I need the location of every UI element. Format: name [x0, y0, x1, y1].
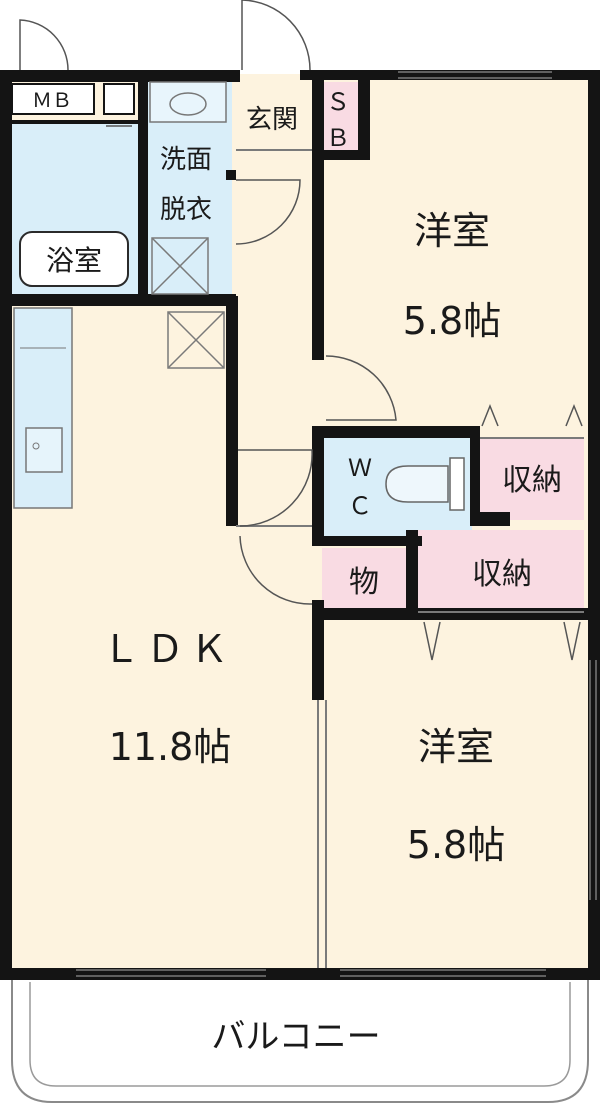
yoshitsu-lower-size: 5.8帖: [407, 823, 505, 867]
mono-area: [322, 548, 406, 610]
ldk-label: ＬＤＫ: [102, 627, 234, 671]
sb-area: [318, 82, 358, 154]
mb-label: ＭＢ: [32, 88, 72, 112]
ldk-size: 11.8帖: [109, 725, 232, 769]
sb-label-b: Ｂ: [326, 124, 350, 152]
window-sashes: [76, 71, 597, 977]
yoshitsu-upper-label: 洋室: [414, 209, 490, 253]
balcony-label: バルコニー: [211, 1017, 380, 1057]
storage-upper-label: 収納: [502, 463, 562, 498]
toilet: [385, 457, 465, 511]
datsui-label: 脱衣: [160, 195, 212, 225]
kitchen-counter: [13, 307, 73, 509]
kitchen-counter-edge: [13, 307, 73, 509]
thin-partitions: [236, 149, 584, 968]
mb-side-box: [103, 83, 135, 115]
walls: [0, 70, 600, 980]
wash-basin: [149, 81, 227, 123]
yoshitsu-lower-label: 洋室: [418, 725, 494, 769]
sink-drain: [32, 442, 40, 450]
door-swings: [19, 0, 397, 605]
balcony-area: [11, 977, 589, 1103]
storage-upper-area: [480, 438, 584, 520]
yoshitsu-upper-size: 5.8帖: [403, 299, 501, 343]
closet-markers: [423, 403, 583, 661]
sb-label-s: Ｓ: [326, 88, 350, 116]
kitchen-sink: [25, 427, 63, 473]
storage-middle-area: [418, 530, 584, 612]
genkan-label: 玄関: [246, 105, 298, 135]
yokushitsu-label: 浴室: [46, 244, 102, 277]
mono-label: 物: [349, 565, 379, 600]
vent-boxes: [151, 237, 225, 369]
wc-label-c: Ｃ: [348, 492, 372, 520]
bath-label-frame: [19, 231, 129, 287]
storage-middle-label: 収納: [472, 557, 532, 592]
mb-box: [11, 83, 95, 115]
senmen-label: 洗面: [160, 145, 212, 175]
balcony-inner-edge: [29, 982, 571, 1087]
wc-label-w: Ｗ: [348, 454, 372, 482]
